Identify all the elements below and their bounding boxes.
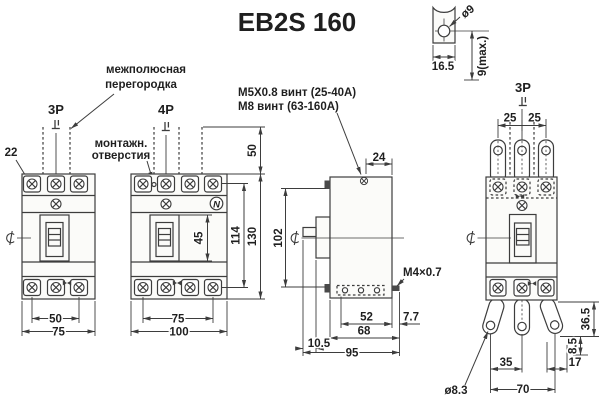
m4-screw-tip	[392, 285, 400, 291]
dim-25-left-label: 25	[504, 113, 517, 125]
rear-3p-label: 3P	[515, 80, 531, 95]
dim-24-label: 24	[373, 152, 386, 164]
neutral-letter: N	[213, 200, 221, 211]
interpole-barrier-label-1: межполюсная	[106, 64, 186, 76]
dim-52-label: 52	[360, 312, 373, 324]
detail-width-label: 16.5	[432, 61, 455, 73]
terminal-screw	[160, 178, 172, 190]
terminal-screw	[137, 178, 149, 190]
terminal-screw	[184, 178, 196, 190]
detail-hole-dia-label: ø9	[459, 3, 477, 21]
terminal-screw	[492, 282, 504, 294]
terminal-screw	[516, 282, 528, 294]
dim-22-label: 22	[5, 147, 18, 159]
mounting-holes-callout: монтажн. отверстия	[92, 138, 153, 180]
cover-screw	[160, 198, 172, 210]
dim-45-label: 45	[194, 231, 206, 244]
terminal-screw	[73, 281, 85, 294]
terminal-screw	[516, 181, 528, 193]
dim-36-5-label: 36.5	[581, 307, 593, 330]
dim-35-label: 35	[500, 357, 513, 369]
front-3p-label: 3P	[48, 102, 64, 117]
busbar-hole	[485, 320, 496, 331]
centerline-symbol	[6, 230, 15, 246]
screw-spec-label-2: М8 винт (63-160A)	[238, 101, 339, 113]
dim-95-label: 95	[346, 348, 359, 360]
busbar-hole	[549, 320, 560, 330]
terminal-screw	[540, 282, 552, 294]
toggle-handle	[47, 227, 62, 247]
busbar-tab-center	[513, 298, 531, 336]
breaker-body-3p	[21, 173, 96, 300]
dim-17-label: 17	[569, 357, 582, 369]
terminal-screw	[73, 178, 85, 190]
terminal-screw	[160, 281, 172, 294]
terminal-hole-detail-view: ø9 16.5 9(max.)	[430, 2, 491, 81]
pole-centerline-symbol	[518, 96, 528, 107]
interpole-barrier-callout: межполюсная перегородка	[70, 64, 186, 129]
front-view-4p: 4P N	[130, 102, 265, 340]
dim-75-label: 75	[52, 327, 65, 339]
dim-7-7-label: 7.7	[403, 312, 419, 324]
centerline-symbol	[290, 230, 300, 246]
busbar-hole	[517, 321, 527, 332]
toggle-handle	[515, 227, 530, 246]
dim-50-terminal-label: 50	[247, 144, 259, 157]
busbar-tab-left	[482, 298, 505, 335]
pole-centerline-symbol	[51, 119, 61, 130]
terminal-screw-spec-callout: М5X0.8 винт (25-40A) М8 винт (63-160A)	[238, 87, 362, 175]
terminal-screw	[137, 281, 149, 294]
m4-screw-label: M4×0.7	[403, 267, 442, 279]
cover-screw	[516, 199, 528, 212]
screw-spec-label-1: М5X0.8 винт (25-40A)	[238, 87, 356, 99]
dim-hole-8-3-label: ø8.3	[444, 385, 467, 397]
dim-10-5-label: 10.5	[308, 338, 331, 350]
terminal-screw	[540, 181, 552, 193]
mounting-hole	[151, 181, 157, 188]
dim-114-label: 114	[231, 226, 243, 245]
dim-8-5-label: 8.5	[568, 337, 580, 354]
interpole-barrier-label-2: перегородка	[105, 79, 177, 91]
pole-centerline-symbol	[161, 121, 171, 132]
mounting-holes-label-1: монтажн.	[95, 138, 148, 150]
terminal-screw-side	[359, 176, 369, 186]
mounting-holes-label-2: отверстия	[92, 150, 151, 162]
terminal-screw	[50, 178, 62, 190]
terminal-screw	[492, 181, 504, 193]
page-title: EB2S 160	[238, 7, 357, 37]
detail-hole	[437, 24, 451, 38]
dim-102-label: 102	[273, 228, 285, 247]
neutral-pole-mark	[209, 196, 224, 211]
terminal-screw	[207, 178, 219, 190]
cover-screw	[50, 198, 62, 210]
side-view: M4×0.7 24 102 52 7.7 68 10.5 95	[272, 151, 442, 362]
dim-70-label: 70	[517, 384, 530, 396]
dim-130-label: 130	[247, 227, 259, 246]
breaker-body-side	[329, 176, 393, 299]
dim-75-pitch-label: 75	[172, 314, 185, 326]
terminal-screw	[184, 281, 196, 294]
dim-25-right-label: 25	[528, 113, 541, 125]
dim-50-label: 50	[49, 314, 62, 326]
handle-escutcheon	[315, 216, 331, 259]
handle-lever	[302, 226, 317, 238]
centerline-symbol	[466, 230, 476, 246]
terminal-screw	[50, 281, 62, 294]
dim-68-label: 68	[358, 326, 371, 338]
terminal-screw	[26, 178, 38, 190]
terminal-screw	[26, 281, 38, 294]
toggle-handle	[157, 227, 172, 247]
dim-100-label: 100	[169, 327, 188, 339]
front-4p-label: 4P	[158, 102, 174, 117]
din-mount-strip	[336, 284, 385, 296]
front-view-3p: 3P 22 50	[3, 102, 96, 340]
detail-depth-label: 9(max.)	[477, 36, 489, 76]
rear-view-3p: 3P 25 25	[443, 80, 599, 399]
terminal-screw	[207, 281, 219, 294]
